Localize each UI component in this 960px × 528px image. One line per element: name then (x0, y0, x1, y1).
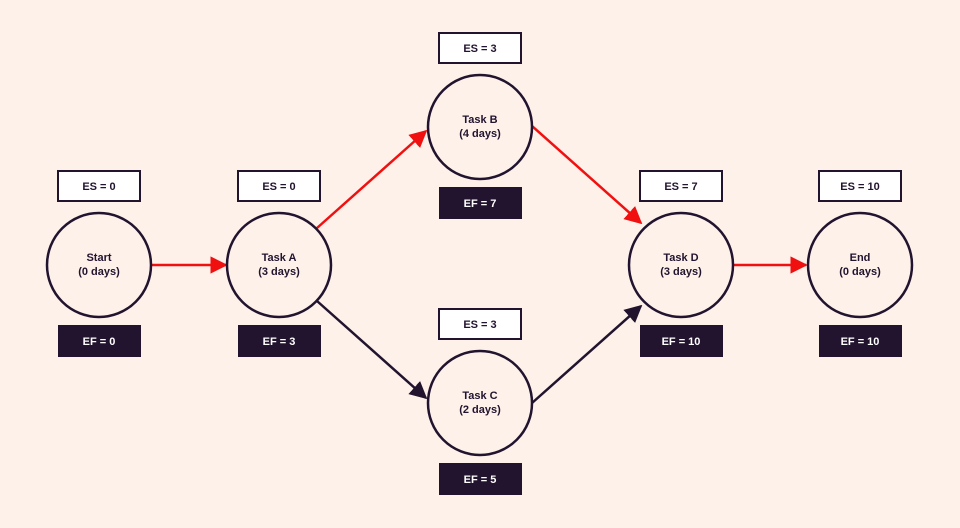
node-duration: (2 days) (459, 404, 501, 416)
es-box (438, 32, 522, 64)
node-start: ES = 0 Start (0 days) EF = 0 (45, 170, 153, 357)
ef-box (439, 463, 522, 495)
ef-label: EF = 10 (662, 336, 701, 348)
ef-box (58, 325, 141, 357)
ef-box (238, 325, 321, 357)
ef-box (819, 325, 902, 357)
edge-task-a-task-c (316, 300, 428, 400)
node-name: Start (86, 252, 111, 264)
es-box (818, 170, 902, 202)
es-box (57, 170, 141, 202)
node-name: End (850, 252, 871, 264)
node-name: Task B (462, 114, 497, 126)
node-duration: (0 days) (839, 266, 881, 278)
ef-label: EF = 7 (464, 198, 497, 210)
node-circle (45, 211, 153, 319)
node-task-c: ES = 3 Task C (2 days) EF = 5 (426, 308, 534, 495)
es-label: ES = 3 (463, 319, 496, 331)
node-duration: (3 days) (660, 266, 702, 278)
es-box (639, 170, 723, 202)
ef-label: EF = 10 (841, 336, 880, 348)
node-circle (426, 73, 534, 181)
node-circle (627, 211, 735, 319)
es-label: ES = 0 (262, 181, 295, 193)
node-end: ES = 10 End (0 days) EF = 10 (806, 170, 914, 357)
node-name: Task A (262, 252, 297, 264)
es-box (237, 170, 321, 202)
node-task-b: ES = 3 Task B (4 days) EF = 7 (426, 32, 534, 219)
ef-label: EF = 5 (464, 474, 497, 486)
edge-task-b-task-d (531, 125, 643, 225)
node-name: Task D (663, 252, 698, 264)
ef-box (640, 325, 723, 357)
node-circle (806, 211, 914, 319)
node-circle (426, 349, 534, 457)
node-circle (225, 211, 333, 319)
ef-box (439, 187, 522, 219)
ef-label: EF = 0 (83, 336, 116, 348)
node-task-d: ES = 7 Task D (3 days) EF = 10 (627, 170, 735, 357)
es-label: ES = 10 (840, 181, 879, 193)
es-box (438, 308, 522, 340)
es-label: ES = 7 (664, 181, 697, 193)
edge-task-c-task-d (531, 304, 643, 404)
node-task-a: ES = 0 Task A (3 days) EF = 3 (225, 170, 333, 357)
ef-label: EF = 3 (263, 336, 296, 348)
node-duration: (0 days) (78, 266, 120, 278)
node-duration: (4 days) (459, 128, 501, 140)
es-label: ES = 0 (82, 181, 115, 193)
node-duration: (3 days) (258, 266, 300, 278)
node-name: Task C (462, 390, 497, 402)
es-label: ES = 3 (463, 43, 496, 55)
edge-task-a-task-b (316, 129, 428, 229)
